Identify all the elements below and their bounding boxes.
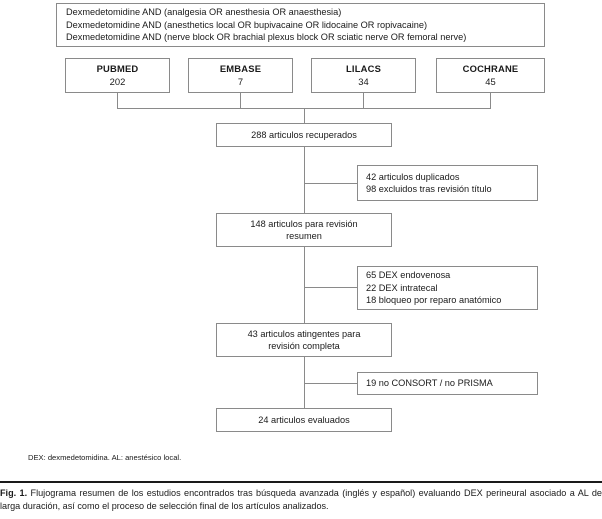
evaluated-articles-label: 24 articulos evaluados: [258, 414, 350, 425]
connector-retrieved-to-abstract: [304, 147, 305, 213]
database-count: 45: [485, 75, 496, 87]
database-name: EMBASE: [219, 63, 262, 75]
database-name: LILACS: [345, 63, 382, 75]
retrieved-articles-label: 288 articulos recuperados: [251, 129, 357, 140]
full-review-box: 43 articulos atingentes para revisión co…: [216, 323, 392, 357]
caption-divider: [0, 481, 602, 483]
database-box-embase: EMBASE 7: [188, 58, 293, 93]
database-name: COCHRANE: [462, 63, 519, 75]
connector-abstract-to-full: [304, 247, 305, 323]
database-box-cochrane: COCHRANE 45: [436, 58, 545, 93]
search-query-line-2: Dexmedetomidine AND (anesthetics local O…: [66, 19, 428, 30]
figure-caption: Fig. 1. Flujograma resumen de los estudi…: [0, 487, 602, 512]
retrieved-articles-box: 288 articulos recuperados: [216, 123, 392, 147]
excluded-title-line-2: 98 excluidos tras revisión título: [366, 184, 492, 194]
excluded-quality-box: 19 no CONSORT / no PRISMA: [357, 372, 538, 395]
connector-cochrane-drop: [490, 93, 491, 108]
excluded-route-line-3: 18 bloqueo por reparo anatómico: [366, 295, 502, 306]
connector-branch-excluded-quality: [304, 383, 357, 384]
excluded-quality-label: 19 no CONSORT / no PRISMA: [366, 378, 493, 389]
database-count: 7: [237, 75, 244, 87]
connector-lilacs-drop: [363, 93, 364, 108]
abbreviations-footnote: DEX: dexmedetomidina. AL: anestésico loc…: [28, 453, 182, 462]
connector-pubmed-drop: [117, 93, 118, 108]
connector-branch-excluded-title: [304, 183, 357, 184]
database-box-lilacs: LILACS 34: [311, 58, 416, 93]
search-query-line-3: Dexmedetomidine AND (nerve block OR brac…: [66, 32, 467, 43]
database-count: 34: [358, 75, 369, 87]
excluded-title-line-1: 42 articulos duplicados: [366, 171, 460, 182]
database-count: 202: [109, 75, 126, 87]
figure-caption-text: Flujograma resumen de los estudios encon…: [0, 488, 602, 511]
full-review-line-1: 43 articulos atingentes para: [247, 328, 361, 339]
database-name: PUBMED: [96, 63, 139, 75]
database-box-pubmed: PUBMED 202: [65, 58, 170, 93]
connector-full-to-evaluated: [304, 357, 305, 408]
figure-caption-label: Fig. 1.: [0, 488, 28, 498]
excluded-route-line-1: 65 DEX endovenosa: [366, 270, 451, 281]
connector-embase-drop: [240, 93, 241, 108]
search-strategy-box: Dexmedetomidine AND (analgesia OR anesth…: [56, 3, 545, 47]
connector-bus-to-retrieved: [304, 108, 305, 123]
excluded-route-box: 65 DEX endovenosa 22 DEX intratecal 18 b…: [357, 266, 538, 310]
evaluated-articles-box: 24 articulos evaluados: [216, 408, 392, 432]
abstract-review-box: 148 articulos para revisión resumen: [216, 213, 392, 247]
search-query-line-1: Dexmedetomidine AND (analgesia OR anesth…: [66, 6, 342, 17]
abstract-review-line-2: resumen: [286, 231, 322, 241]
excluded-route-line-2: 22 DEX intratecal: [366, 282, 438, 293]
full-review-line-2: revisión completa: [268, 341, 340, 351]
connector-branch-excluded-route: [304, 287, 357, 288]
abstract-review-line-1: 148 articulos para revisión: [250, 218, 358, 229]
excluded-title-box: 42 articulos duplicados 98 excluidos tra…: [357, 165, 538, 201]
